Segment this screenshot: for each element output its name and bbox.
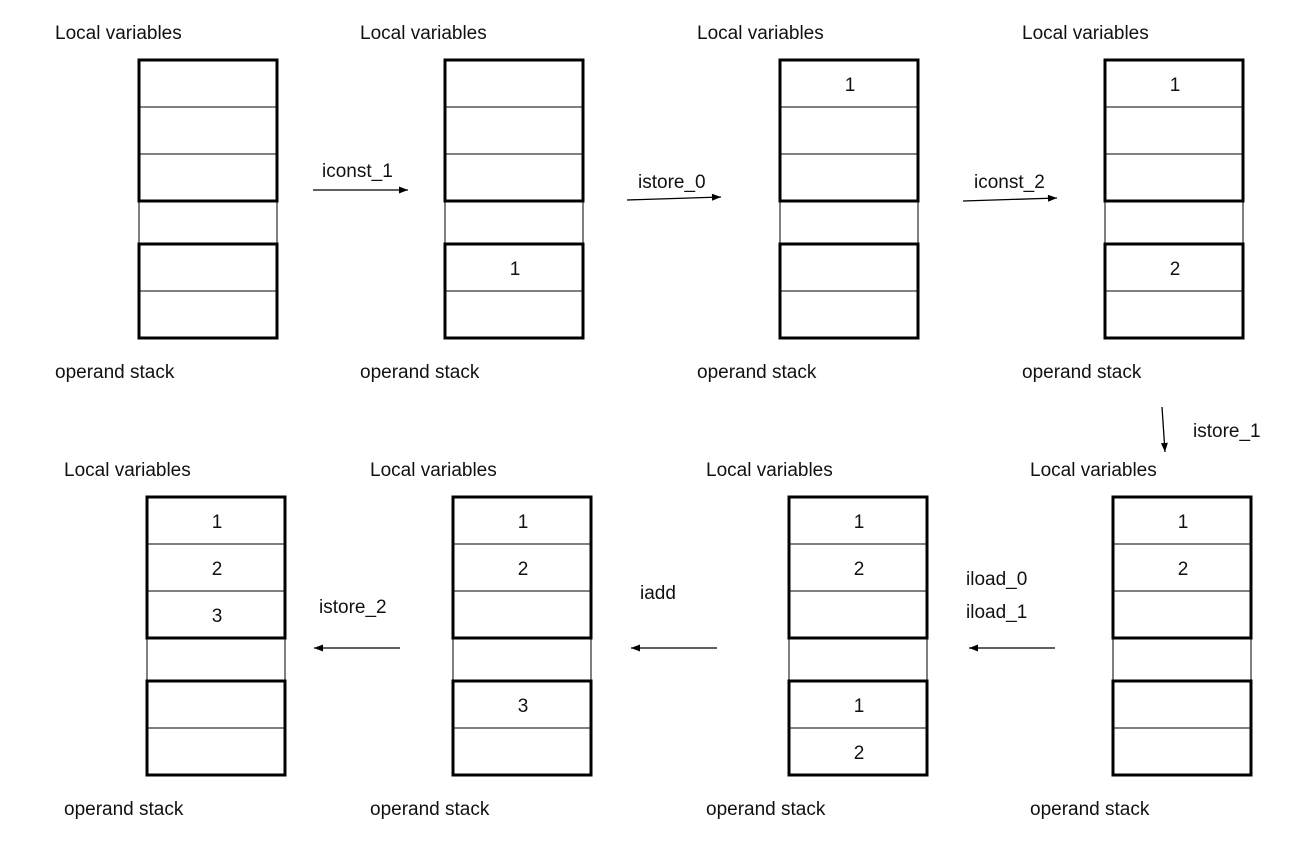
instruction-label: istore_2 — [319, 597, 387, 618]
frame-4: Local variables 1 2 operand stack — [1022, 23, 1245, 383]
local-variables-block — [137, 58, 279, 203]
operand-stack-slot-0: 2 — [1170, 259, 1181, 280]
operand-stack-block — [145, 679, 287, 777]
transition-1: iconst_1 — [313, 161, 408, 194]
local-variables-label: Local variables — [360, 23, 487, 44]
local-variables-border — [137, 58, 279, 203]
local-variables-block: 1 — [1103, 58, 1245, 203]
operand-stack-slot-0: 1 — [854, 696, 865, 717]
arrow-head — [314, 644, 323, 652]
local-variables-border — [787, 495, 929, 640]
operand-stack-label: operand stack — [360, 362, 480, 383]
arrow-head — [1047, 194, 1057, 202]
operand-stack-block: 12 — [787, 679, 929, 777]
local-variables-block — [443, 58, 585, 203]
operand-stack-label: operand stack — [64, 799, 184, 820]
transition-7: istore_2 — [314, 597, 400, 652]
local-variables-label: Local variables — [706, 460, 833, 481]
instruction-label: iadd — [640, 583, 676, 604]
transition-5: iload_0 iload_1 — [966, 569, 1055, 652]
arrow-head — [1160, 442, 1168, 452]
local-variables-block: 12 — [1111, 495, 1253, 640]
local-variable-slot-0: 1 — [845, 75, 856, 96]
transition-4: istore_1 — [1160, 406, 1261, 453]
local-variable-slot-0: 1 — [1170, 75, 1181, 96]
local-variable-slot-1: 2 — [518, 559, 529, 580]
local-variable-slot-1: 2 — [1178, 559, 1189, 580]
instruction-label: iconst_1 — [322, 161, 393, 182]
local-variables-border — [778, 58, 920, 203]
local-variable-slot-0: 1 — [518, 512, 529, 533]
instruction-label: iload_0 — [966, 569, 1027, 590]
operand-stack-slot-0: 3 — [518, 696, 529, 717]
operand-stack-block: 3 — [451, 679, 593, 777]
local-variables-label: Local variables — [1022, 23, 1149, 44]
instruction-label: istore_0 — [638, 172, 706, 193]
local-variables-label: Local variables — [697, 23, 824, 44]
local-variable-slot-0: 1 — [1178, 512, 1189, 533]
arrow-head — [399, 186, 408, 194]
operand-stack-label: operand stack — [370, 799, 490, 820]
local-variables-label: Local variables — [64, 460, 191, 481]
frame-3: Local variables 1 operand stack — [697, 23, 920, 383]
instruction-label: istore_1 — [1193, 421, 1261, 442]
local-variable-slot-0: 1 — [212, 512, 223, 533]
operand-stack-block — [778, 242, 920, 340]
operand-stack-label: operand stack — [1030, 799, 1150, 820]
operand-stack-label: operand stack — [1022, 362, 1142, 383]
arrow-shaft — [962, 197, 1058, 202]
local-variables-block: 12 — [451, 495, 593, 640]
operand-stack-slot-1: 2 — [854, 743, 865, 764]
arrow-shaft — [626, 196, 722, 201]
arrow-head — [631, 644, 640, 652]
instruction-label: iload_1 — [966, 602, 1027, 623]
instruction-label: iconst_2 — [974, 172, 1045, 193]
local-variables-border — [1111, 495, 1253, 640]
local-variables-border — [443, 58, 585, 203]
frame-2: Local variables 1 operand stack — [360, 23, 585, 383]
arrow-head — [969, 644, 978, 652]
frame-8: Local variables 1 2 3 operand stack — [64, 460, 287, 820]
operand-stack-label: operand stack — [706, 799, 826, 820]
operand-stack-block: 2 — [1103, 242, 1245, 340]
transition-6: iadd — [631, 583, 717, 652]
local-variables-block: 12 — [787, 495, 929, 640]
transition-2: istore_0 — [626, 172, 722, 201]
local-variables-border — [1103, 58, 1245, 203]
operand-stack-label: operand stack — [55, 362, 175, 383]
local-variable-slot-1: 2 — [212, 559, 223, 580]
operand-stack-label: operand stack — [697, 362, 817, 383]
local-variables-border — [145, 495, 287, 640]
local-variables-block: 1 2 3 — [145, 495, 287, 640]
local-variable-slot-0: 1 — [854, 512, 865, 533]
local-variables-block: 1 — [778, 58, 920, 203]
local-variables-label: Local variables — [370, 460, 497, 481]
frame-1: Local variables operand stack — [55, 23, 279, 383]
operand-stack-block — [137, 242, 279, 340]
arrow-head — [711, 193, 721, 201]
operand-stack-block — [1111, 679, 1253, 777]
operand-stack-slot-0: 1 — [510, 259, 521, 280]
local-variables-label: Local variables — [1030, 460, 1157, 481]
transition-3: iconst_2 — [962, 172, 1058, 202]
local-variables-border — [451, 495, 593, 640]
local-variable-slot-1: 2 — [854, 559, 865, 580]
local-variables-label: Local variables — [55, 23, 182, 44]
operand-stack-block: 1 — [443, 242, 585, 340]
local-variable-slot-2: 3 — [212, 606, 223, 627]
